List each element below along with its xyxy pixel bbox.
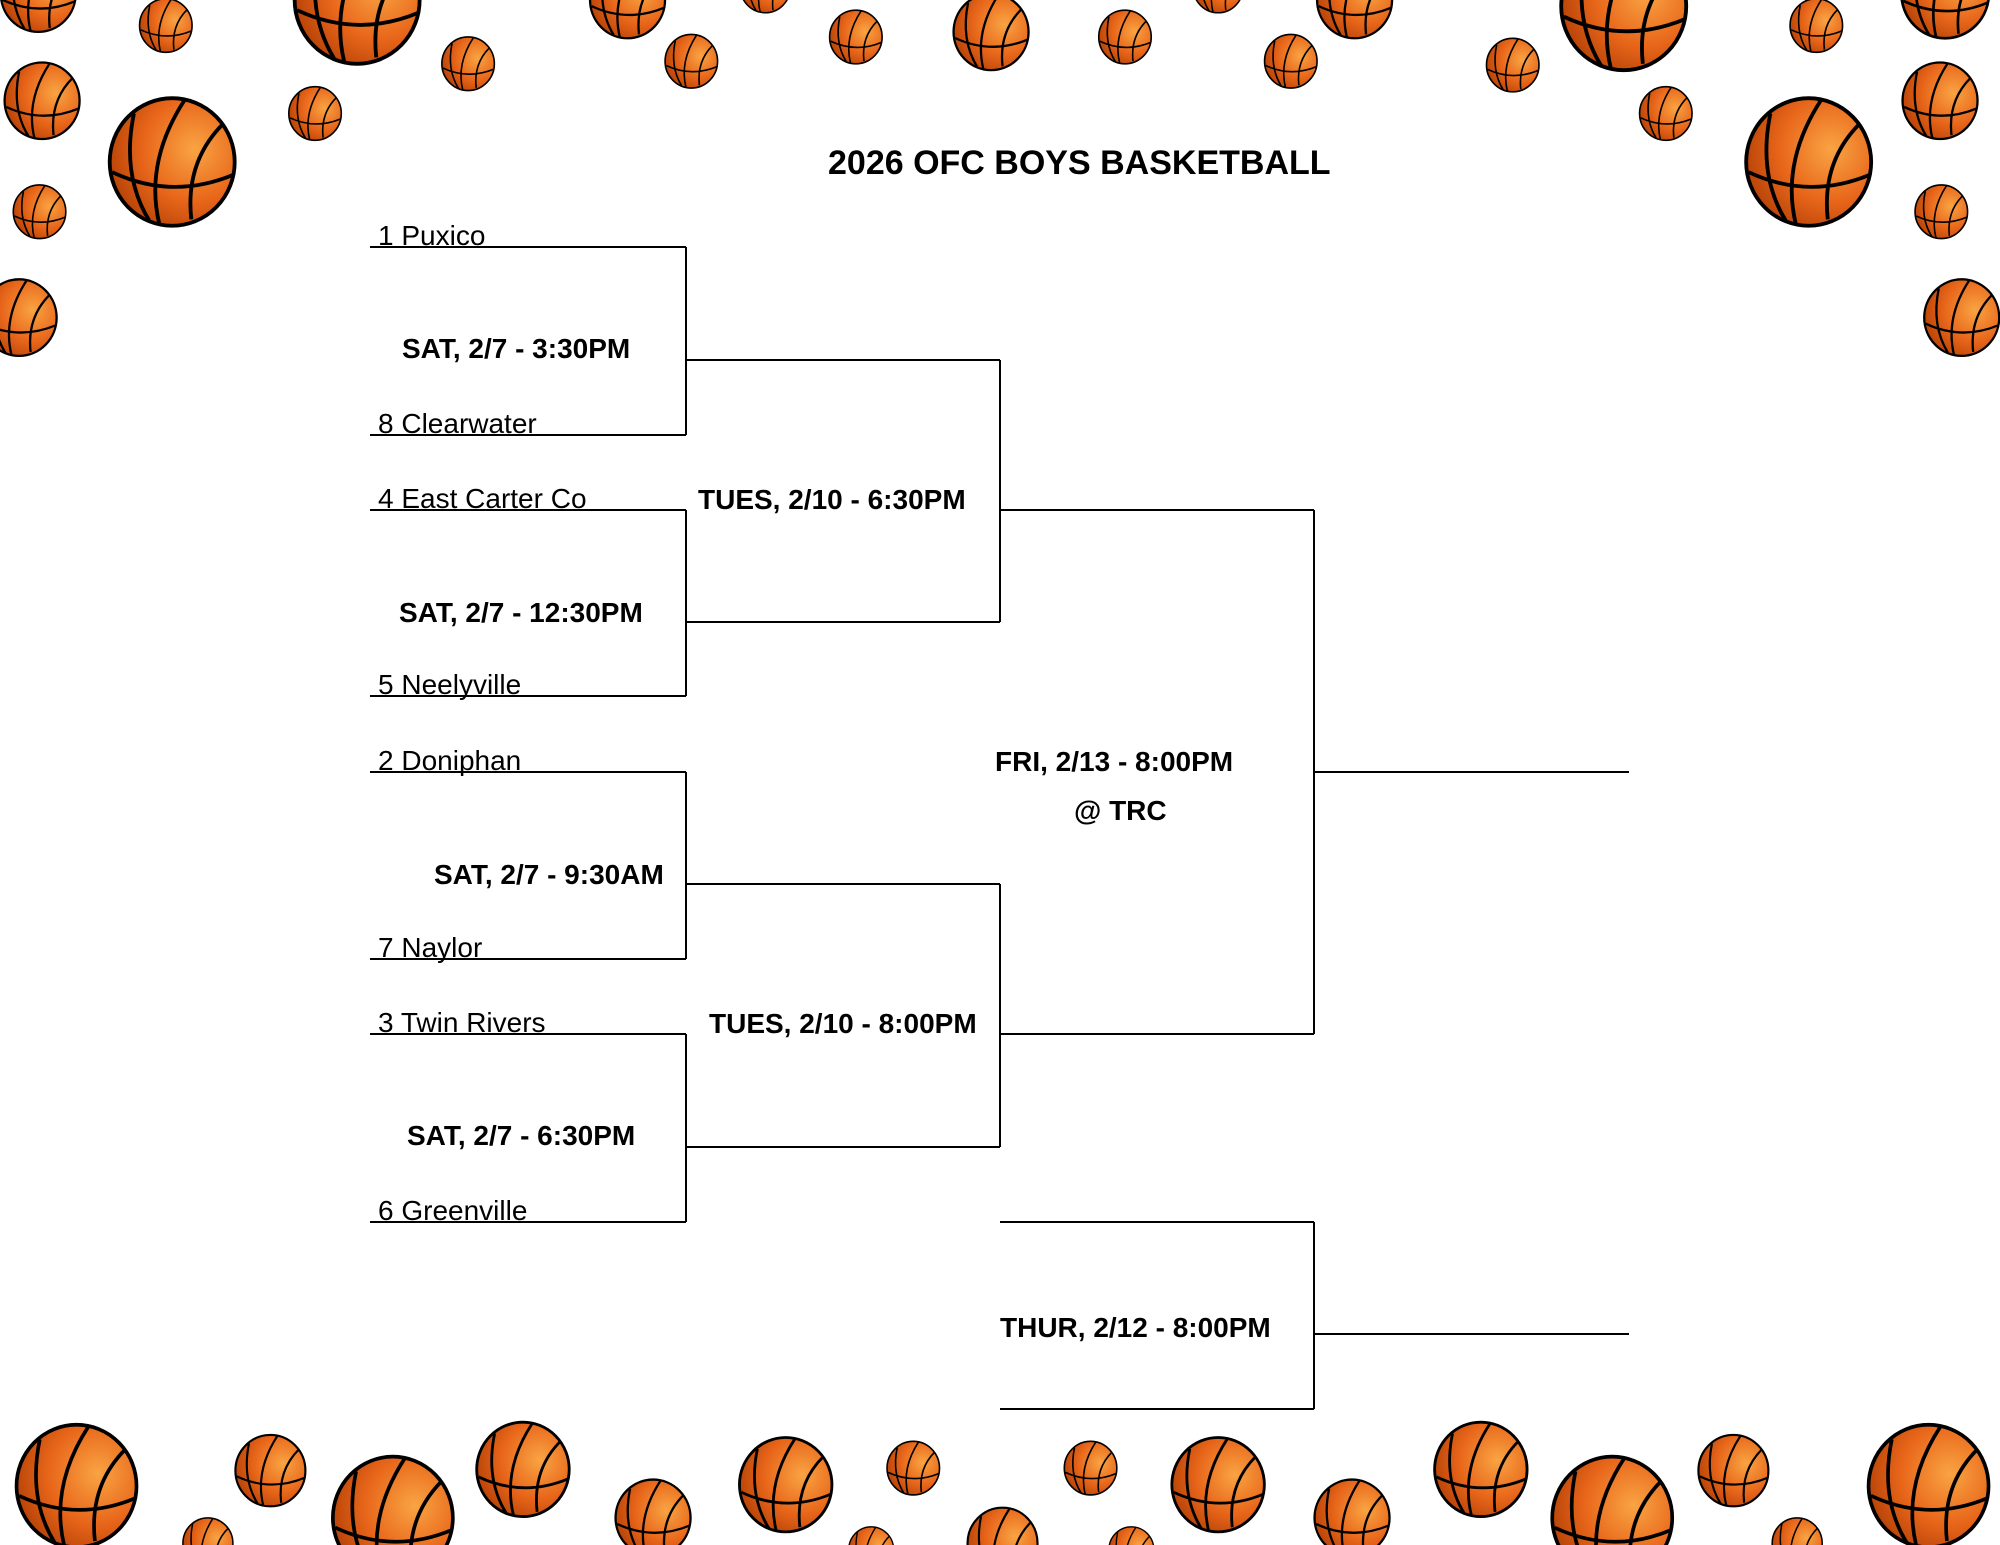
basketball-icon xyxy=(0,278,58,358)
basketball-icon xyxy=(1923,278,2000,358)
game-time: SAT, 2/7 - 12:30PM xyxy=(399,597,643,628)
basketball-icon xyxy=(1170,1436,1266,1534)
basketball-icon xyxy=(614,1478,692,1545)
team-slot: 3 Twin Rivers xyxy=(378,1007,546,1038)
basketball-icon xyxy=(1108,1526,1155,1545)
game-time: TUES, 2/10 - 6:30PM xyxy=(698,484,966,515)
basketball-icon xyxy=(331,1454,455,1545)
basketball-icon xyxy=(1063,1440,1118,1496)
basketball-icon xyxy=(1485,37,1540,93)
team-slot: 8 Clearwater xyxy=(378,408,537,439)
basketball-icon xyxy=(1789,0,1844,54)
basketball-icon xyxy=(1914,184,1969,240)
basketball-icon xyxy=(3,61,81,141)
game-time: SAT, 2/7 - 6:30PM xyxy=(407,1120,636,1151)
basketball-icon xyxy=(1866,1422,1991,1545)
basketball-icon xyxy=(742,0,788,14)
basketball-icon xyxy=(292,0,422,66)
game-time: SAT, 2/7 - 9:30AM xyxy=(434,859,664,890)
basketball-icon xyxy=(1901,61,1979,141)
final-game-location: @ TRC xyxy=(1074,795,1167,826)
team-slot: 1 Puxico xyxy=(378,220,486,251)
basketball-icon xyxy=(1559,0,1689,73)
game-time: SAT, 2/7 - 3:30PM xyxy=(402,333,631,364)
game-time: TUES, 2/10 - 8:00PM xyxy=(709,1008,977,1039)
basketball-icon xyxy=(475,1420,571,1518)
consolation-game-time: THUR, 2/12 - 8:00PM xyxy=(1000,1312,1271,1343)
basketball-icon xyxy=(182,1517,234,1545)
basketball-icon xyxy=(1697,1433,1770,1508)
basketball-icon xyxy=(12,184,67,240)
basketball-icon xyxy=(1195,0,1241,14)
team-slot: 2 Doniphan xyxy=(378,745,522,776)
team-slot: 6 Greenville xyxy=(378,1195,528,1226)
basketball-icon xyxy=(828,9,883,65)
team-slot: 7 Naylor xyxy=(378,932,483,963)
basketball-icon xyxy=(1313,1478,1391,1545)
basketball-icon xyxy=(441,36,496,92)
basketball-icon xyxy=(886,1440,941,1496)
team-slot: 5 Neelyville xyxy=(378,669,522,700)
team-slot: 4 East Carter Co xyxy=(378,483,587,514)
basketball-icon xyxy=(1744,96,1874,228)
basketball-icon xyxy=(738,1436,834,1534)
basketball-icon xyxy=(1097,9,1153,65)
basketball-icon xyxy=(107,96,237,228)
basketball-icon xyxy=(1263,33,1318,89)
basketball-icon xyxy=(966,1506,1039,1545)
basketball-icon xyxy=(952,0,1030,72)
basketball-icon xyxy=(0,0,77,34)
final-game-time: FRI, 2/13 - 8:00PM xyxy=(995,746,1234,777)
basketball-icon xyxy=(1771,1517,1823,1545)
basketball-icon xyxy=(14,1422,139,1545)
basketball-icon xyxy=(848,1526,894,1545)
basketball-icon xyxy=(1550,1454,1675,1545)
basketball-icon xyxy=(234,1433,307,1508)
basketball-icon xyxy=(138,0,193,54)
basketball-icon xyxy=(588,0,667,40)
basketball-icon xyxy=(1315,0,1394,40)
basketball-icon xyxy=(1900,0,1990,40)
basketball-icon xyxy=(1433,1420,1529,1518)
page-title: 2026 OFC BOYS BASKETBALL xyxy=(828,144,1331,182)
basketball-icon xyxy=(287,85,343,142)
basketball-icon xyxy=(1638,85,1693,142)
basketball-icon xyxy=(664,33,719,89)
